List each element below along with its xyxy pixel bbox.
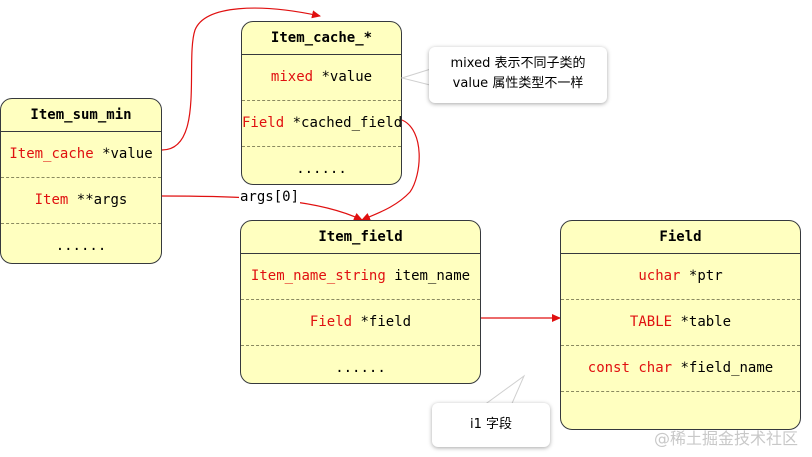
item-field-title: Item_field — [241, 221, 480, 254]
type-name: const char — [587, 360, 673, 376]
item-sum-min-row-value: Item_cache *value — [1, 132, 161, 178]
type-name: Item_cache — [9, 146, 94, 162]
mixed-note-callout: mixed 表示不同子类的 value 属性类型不一样 — [429, 47, 607, 103]
type-name: Item — [34, 192, 69, 208]
item-cache-row-ellipsis: ...... — [242, 147, 401, 184]
arrow-value-to-item-cache — [161, 7, 321, 151]
field-class-title: Field — [561, 221, 800, 254]
member-name: *field_name — [672, 360, 774, 376]
item-field-box: Item_field Item_name_string item_name Fi… — [240, 220, 481, 384]
item-field-row-ellipsis: ...... — [241, 346, 480, 383]
member-name: *field — [352, 314, 412, 330]
type-name: Item_name_string — [250, 268, 386, 284]
i1-note-text: i1 字段 — [469, 417, 512, 432]
item-field-row-item-name: Item_name_string item_name — [241, 254, 480, 300]
type-name: mixed — [270, 69, 314, 85]
watermark: @稀土掘金技术社区 — [653, 429, 798, 448]
member-name: item_name — [385, 268, 471, 284]
item-sum-min-row-args: Item **args — [1, 178, 161, 224]
ellipsis: ...... — [296, 161, 347, 177]
field-row-field-name: const char *field_name — [561, 346, 800, 392]
member-name: **args — [68, 192, 128, 208]
type-name: Field — [242, 115, 285, 131]
field-class-box: Field uchar *ptr TABLE *table const char… — [560, 220, 801, 430]
mixed-note-pointer — [400, 67, 435, 87]
member-name: *table — [672, 314, 732, 330]
member-name: *cached_field — [284, 115, 402, 131]
member-name: *value — [93, 146, 153, 162]
type-name: Field — [309, 314, 353, 330]
item-sum-min-title: Item_sum_min — [1, 99, 161, 132]
item-cache-row-value: mixed *value — [242, 55, 401, 101]
arrow-cached-field-to-item-field — [361, 119, 420, 221]
item-cache-title: Item_cache_* — [242, 22, 401, 55]
member-name: *ptr — [680, 268, 723, 284]
args0-edge-label: args[0] — [239, 189, 301, 205]
type-name: uchar — [638, 268, 681, 284]
i1-note-callout: i1 字段 — [432, 403, 550, 447]
mixed-note-line-2: value 属性类型不一样 — [452, 76, 584, 91]
mixed-note-line-1: mixed 表示不同子类的 — [450, 56, 586, 71]
item-sum-min-box: Item_sum_min Item_cache *value Item **ar… — [0, 98, 162, 264]
ellipsis: ...... — [55, 238, 107, 254]
item-cache-box: Item_cache_* mixed *value Field *cached_… — [241, 21, 402, 185]
field-row-ptr: uchar *ptr — [561, 254, 800, 300]
member-name: *value — [313, 69, 373, 85]
i1-note-pointer — [479, 374, 526, 409]
item-sum-min-row-ellipsis: ...... — [1, 224, 161, 263]
ellipsis: ...... — [335, 360, 386, 376]
item-cache-row-cached-field: Field *cached_field — [242, 101, 401, 147]
field-row-table: TABLE *table — [561, 300, 800, 346]
item-field-row-field: Field *field — [241, 300, 480, 346]
type-name: TABLE — [629, 314, 673, 330]
